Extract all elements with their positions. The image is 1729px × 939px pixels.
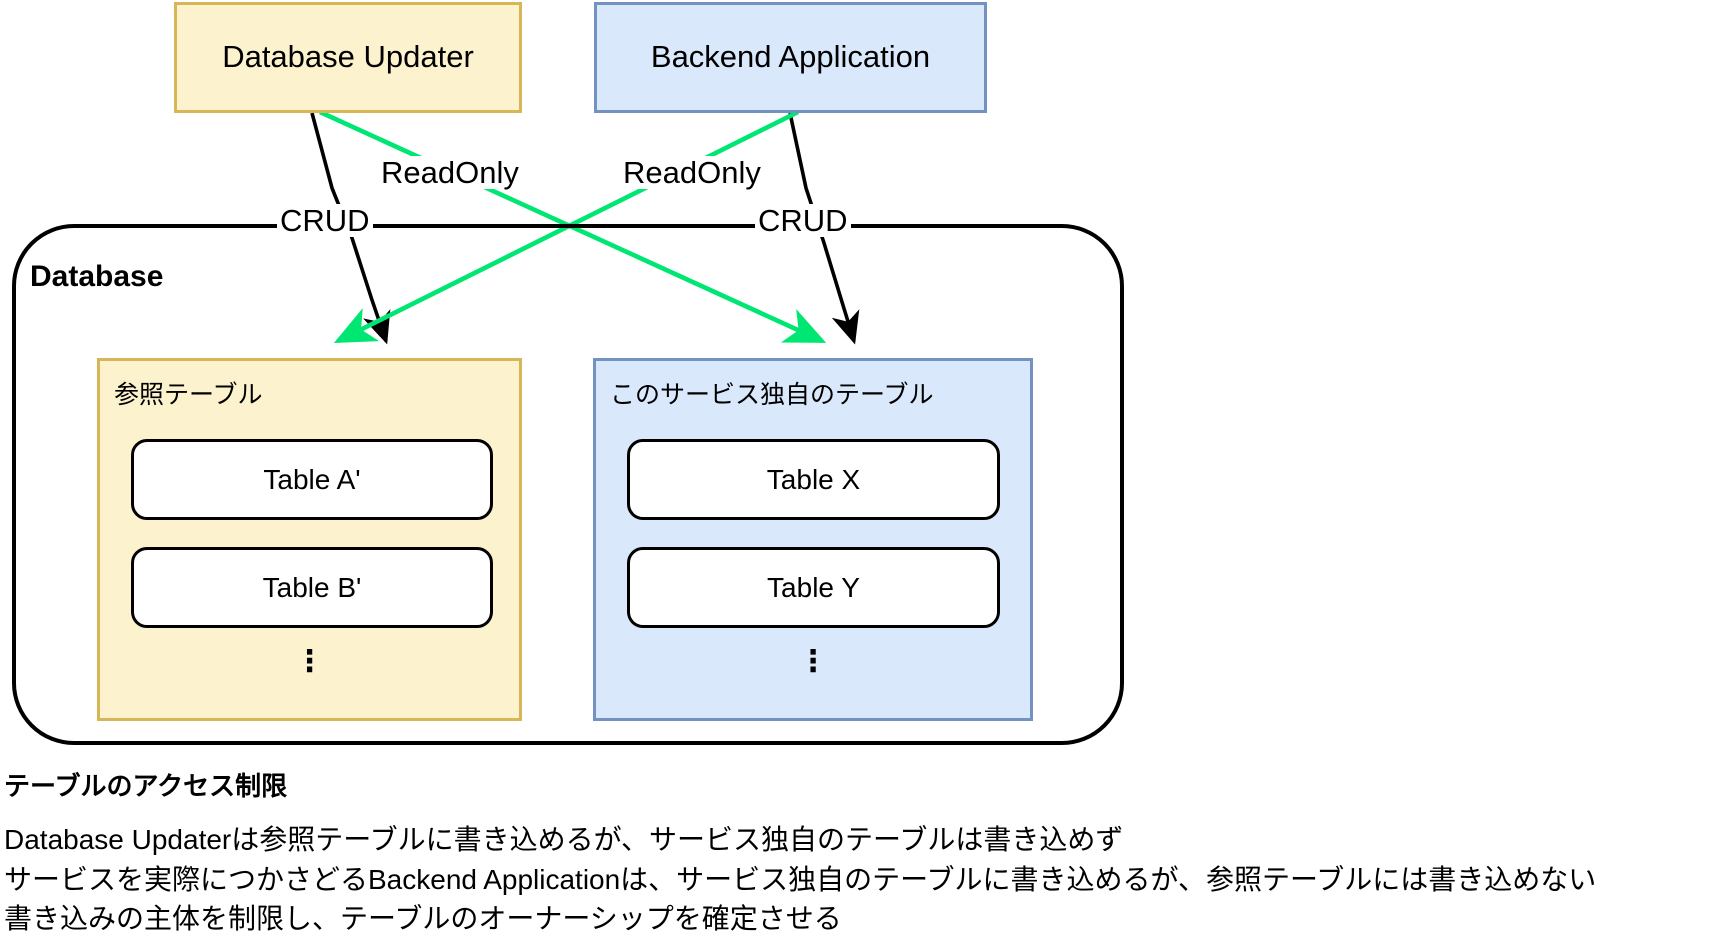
architecture-diagram: Database Updater Backend Application Dat… [12,2,1124,745]
table-chip-label: Table X [766,463,861,495]
edge-label-backend-readonly: ReadOnly [620,156,764,189]
node-backend-application[interactable]: Backend Application [594,2,987,113]
database-boundary-label: Database [30,260,164,293]
caption-block: テーブルのアクセス制限 Database Updaterは参照テーブルに書き込め… [4,770,1724,939]
edge-label-updater-crud: CRUD [277,204,373,237]
node-database-updater[interactable]: Database Updater [174,2,522,113]
caption-line: サービスを実際につかさどるBackend Applicationは、サービス独自… [4,863,1597,895]
table-chip[interactable]: Table A' [131,439,493,520]
table-chip-label: Table Y [767,571,860,603]
more-tables-ellipsis-icon: ⋮ [294,645,325,678]
table-chip[interactable]: Table Y [627,547,1000,628]
more-tables-ellipsis-icon: ⋮ [798,645,828,678]
group-service-tables-title: このサービス独自のテーブル [610,381,934,409]
group-reference-tables[interactable]: 参照テーブル Table A' Table B' ⋮ [97,358,522,721]
table-chip-label: Table B' [262,571,362,603]
group-service-tables[interactable]: このサービス独自のテーブル Table X Table Y ⋮ [593,358,1033,721]
caption-line: 書き込みの主体を制限し、テーブルのオーナーシップを確定させる [4,903,842,935]
database-boundary [12,224,1124,745]
table-chip[interactable]: Table B' [131,547,493,628]
group-reference-tables-title: 参照テーブル [114,381,263,409]
caption-line: Database Updaterは参照テーブルに書き込めるが、サービス独自のテー… [4,823,1124,855]
edge-label-updater-readonly: ReadOnly [378,156,522,189]
table-chip-label: Table A' [263,463,361,495]
table-chip[interactable]: Table X [627,439,1000,520]
caption-heading: テーブルのアクセス制限 [4,771,288,801]
edge-label-backend-crud: CRUD [755,204,851,237]
node-backend-application-label: Backend Application [650,39,931,75]
node-database-updater-label: Database Updater [222,39,474,75]
